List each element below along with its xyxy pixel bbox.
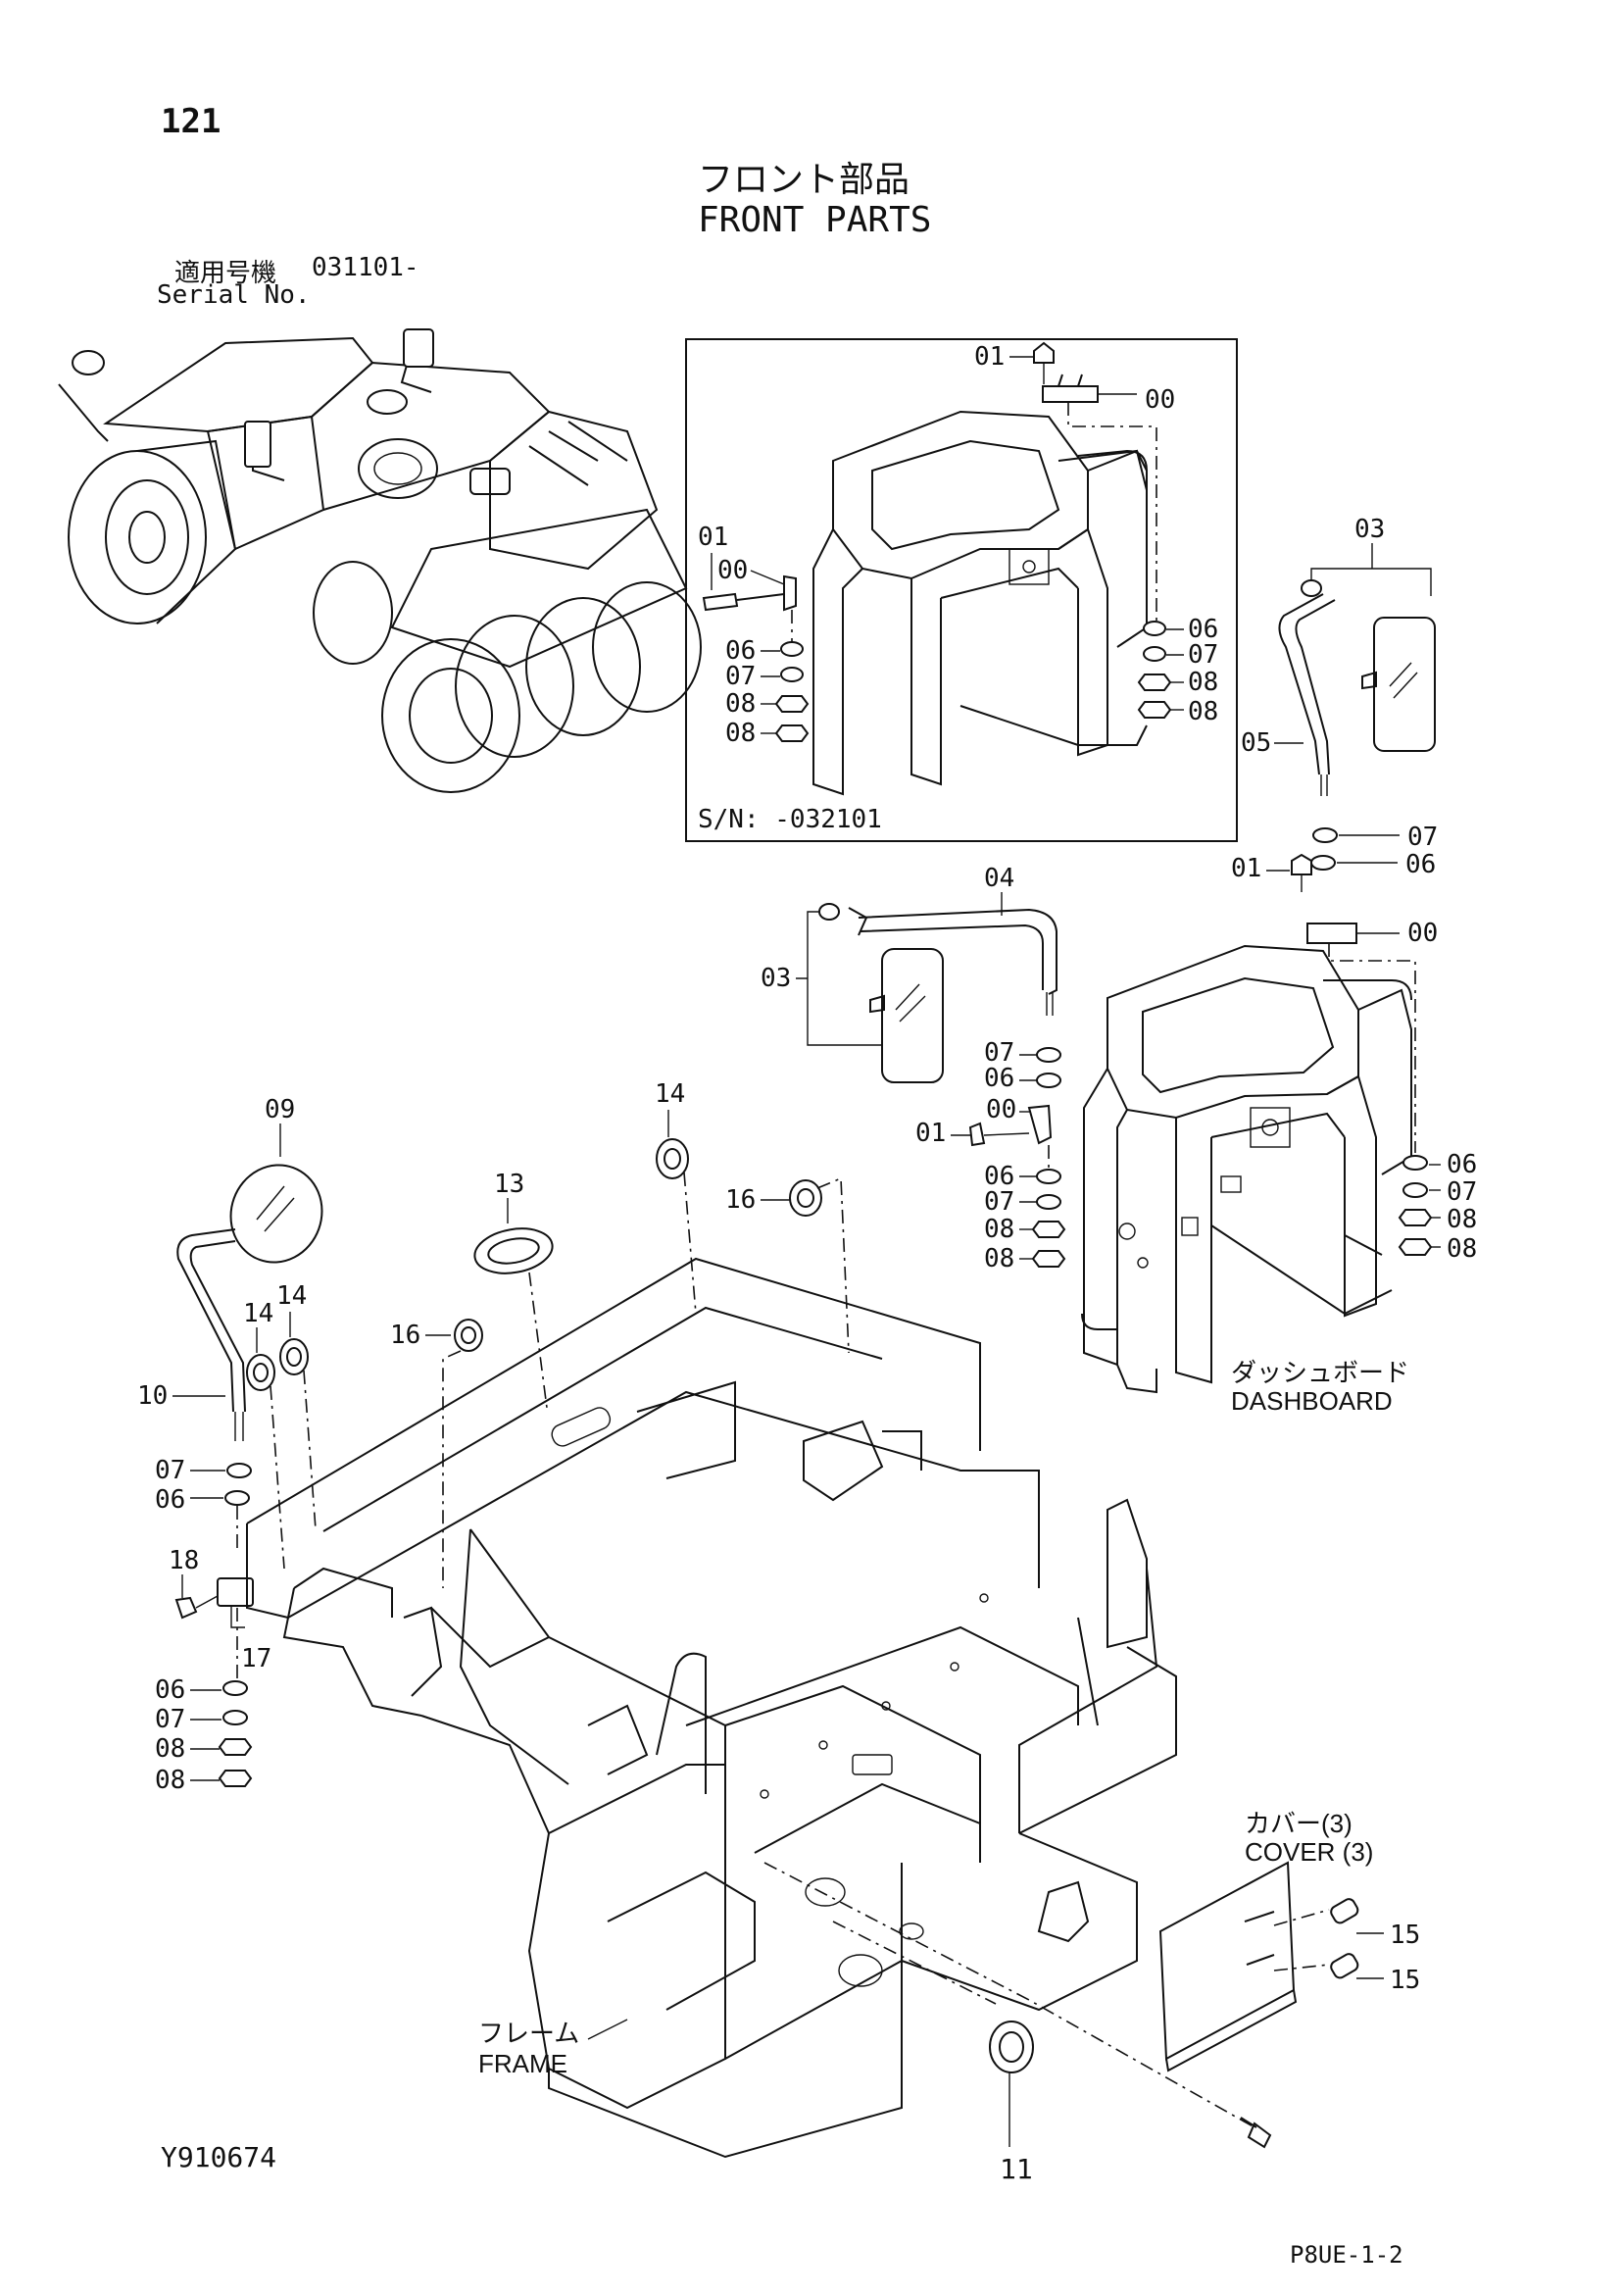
callout-06: 06 [725, 636, 756, 666]
callout-01: 01 [698, 523, 728, 552]
cover-assembly: 15 15 [1158, 1861, 1420, 2149]
callout-14: 14 [243, 1299, 273, 1328]
callout-05: 05 [1241, 728, 1271, 758]
callout-10: 10 [137, 1381, 168, 1411]
callout-15: 15 [1390, 1921, 1420, 1950]
machine-overview-illustration [58, 328, 702, 793]
inset-box: S/N: -032101 [685, 338, 1238, 842]
callout-06: 06 [155, 1675, 185, 1705]
frame-label-english: FRAME [478, 2049, 567, 2078]
title-japanese: フロント部品 [698, 160, 910, 200]
callout-07: 07 [984, 1038, 1014, 1068]
inset-serial-label: S/N: -032101 [698, 805, 882, 834]
serial-label-english: Serial No. [157, 280, 311, 310]
callout-08: 08 [1447, 1234, 1477, 1264]
callout-08: 08 [155, 1734, 185, 1764]
callout-07: 07 [1188, 640, 1218, 670]
callout-08: 08 [1188, 697, 1218, 726]
callout-03: 03 [1354, 515, 1385, 544]
callout-07: 07 [155, 1705, 185, 1734]
dashboard-label-english: DASHBOARD [1231, 1386, 1393, 1416]
mirror-assembly-frame: 09 10 07 06 17 18 06 [137, 1095, 323, 1795]
callout-07: 07 [1447, 1177, 1477, 1207]
grommets: 13 14 16 14 14 16 [243, 1079, 850, 1588]
callout-08: 08 [725, 719, 756, 748]
serial-label-japanese: 適用号機 [174, 259, 277, 288]
callout-06: 06 [984, 1162, 1014, 1191]
mirror-assembly-right: 03 05 07 06 01 00 [1231, 515, 1438, 1153]
callout-16: 16 [725, 1185, 756, 1215]
callout-07: 07 [1407, 823, 1438, 852]
callout-01: 01 [1231, 854, 1261, 883]
frame-label-leader [587, 2019, 628, 2040]
callout-16: 16 [390, 1321, 420, 1350]
callout-09: 09 [265, 1095, 295, 1124]
callout-08: 08 [725, 689, 756, 719]
cover-label-english: COVER (3) [1245, 1837, 1374, 1867]
callout-08: 08 [984, 1244, 1014, 1273]
cover-label-japanese: カバー(3) [1245, 1809, 1352, 1838]
callout-08: 08 [1188, 668, 1218, 697]
document-code: Y910674 [161, 2141, 277, 2173]
callout-06: 06 [1405, 850, 1436, 879]
callout-00: 00 [717, 556, 748, 585]
callout-13: 13 [494, 1170, 524, 1199]
callout-06: 06 [1447, 1150, 1477, 1179]
callout-03: 03 [761, 964, 791, 993]
callout-11: 11 [1000, 2153, 1033, 2185]
frame-assembly [246, 1257, 1255, 2159]
callout-08: 08 [1447, 1205, 1477, 1234]
callout-00: 00 [1145, 385, 1175, 415]
callout-15: 15 [1390, 1966, 1420, 1995]
callout-07: 07 [155, 1456, 185, 1485]
callout-18: 18 [169, 1546, 199, 1575]
dashboard-label-japanese: ダッシュボード [1231, 1358, 1410, 1387]
callout-06: 06 [1188, 615, 1218, 644]
callout-00: 00 [1407, 919, 1438, 948]
page-number: 121 [161, 102, 221, 141]
dashboard-assembly: 00 01 07 06 06 07 08 08 [915, 944, 1477, 1394]
callout-06: 06 [155, 1485, 185, 1515]
callout-00: 00 [986, 1095, 1016, 1124]
callout-07: 07 [984, 1187, 1014, 1217]
callout-08: 08 [155, 1766, 185, 1795]
callout-14: 14 [276, 1281, 307, 1311]
page-code: P8UE-1-2 [1290, 2241, 1403, 2269]
callout-04: 04 [984, 864, 1014, 893]
callout-08: 08 [984, 1215, 1014, 1244]
callout-14: 14 [655, 1079, 685, 1109]
callout-06: 06 [984, 1064, 1014, 1093]
callout-01: 01 [915, 1119, 946, 1148]
callout-07: 07 [725, 662, 756, 691]
grommet-11 [989, 2021, 1034, 2147]
callout-01: 01 [974, 342, 1005, 372]
serial-value: 031101- [312, 253, 419, 282]
mirror-assembly-left: 04 03 [761, 864, 1057, 1083]
title-english: FRONT PARTS [698, 200, 932, 240]
callout-17: 17 [241, 1644, 271, 1673]
frame-label-japanese: フレーム [478, 2019, 580, 2048]
